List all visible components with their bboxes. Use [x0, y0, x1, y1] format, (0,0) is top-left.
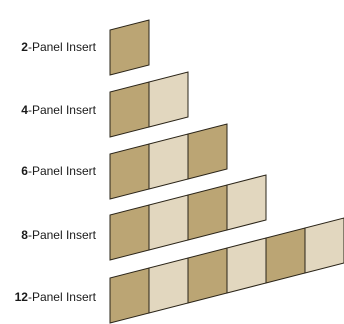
row-label-6: 6-Panel Insert	[21, 164, 96, 178]
panel-dark	[109, 81, 150, 138]
panel-light	[148, 194, 189, 251]
panel-dark	[265, 227, 306, 284]
panel-light	[226, 237, 267, 294]
panel-dark	[109, 204, 150, 261]
panel-dark	[109, 143, 150, 200]
panel-dark	[109, 19, 150, 76]
panel-dark	[187, 123, 228, 180]
panel-dark	[187, 184, 228, 241]
panel-light	[148, 71, 189, 128]
row-label-4: 4-Panel Insert	[21, 103, 96, 117]
row-label-2: 2-Panel Insert	[21, 40, 96, 54]
panel-light	[148, 133, 189, 190]
panel-light	[148, 257, 189, 314]
panel-light	[226, 174, 267, 231]
row-label-12: 12-Panel Insert	[14, 290, 96, 304]
row-label-8: 8-Panel Insert	[21, 228, 96, 242]
panel-dark	[187, 247, 228, 304]
panel-light	[304, 217, 344, 274]
panel-dark	[109, 267, 150, 324]
